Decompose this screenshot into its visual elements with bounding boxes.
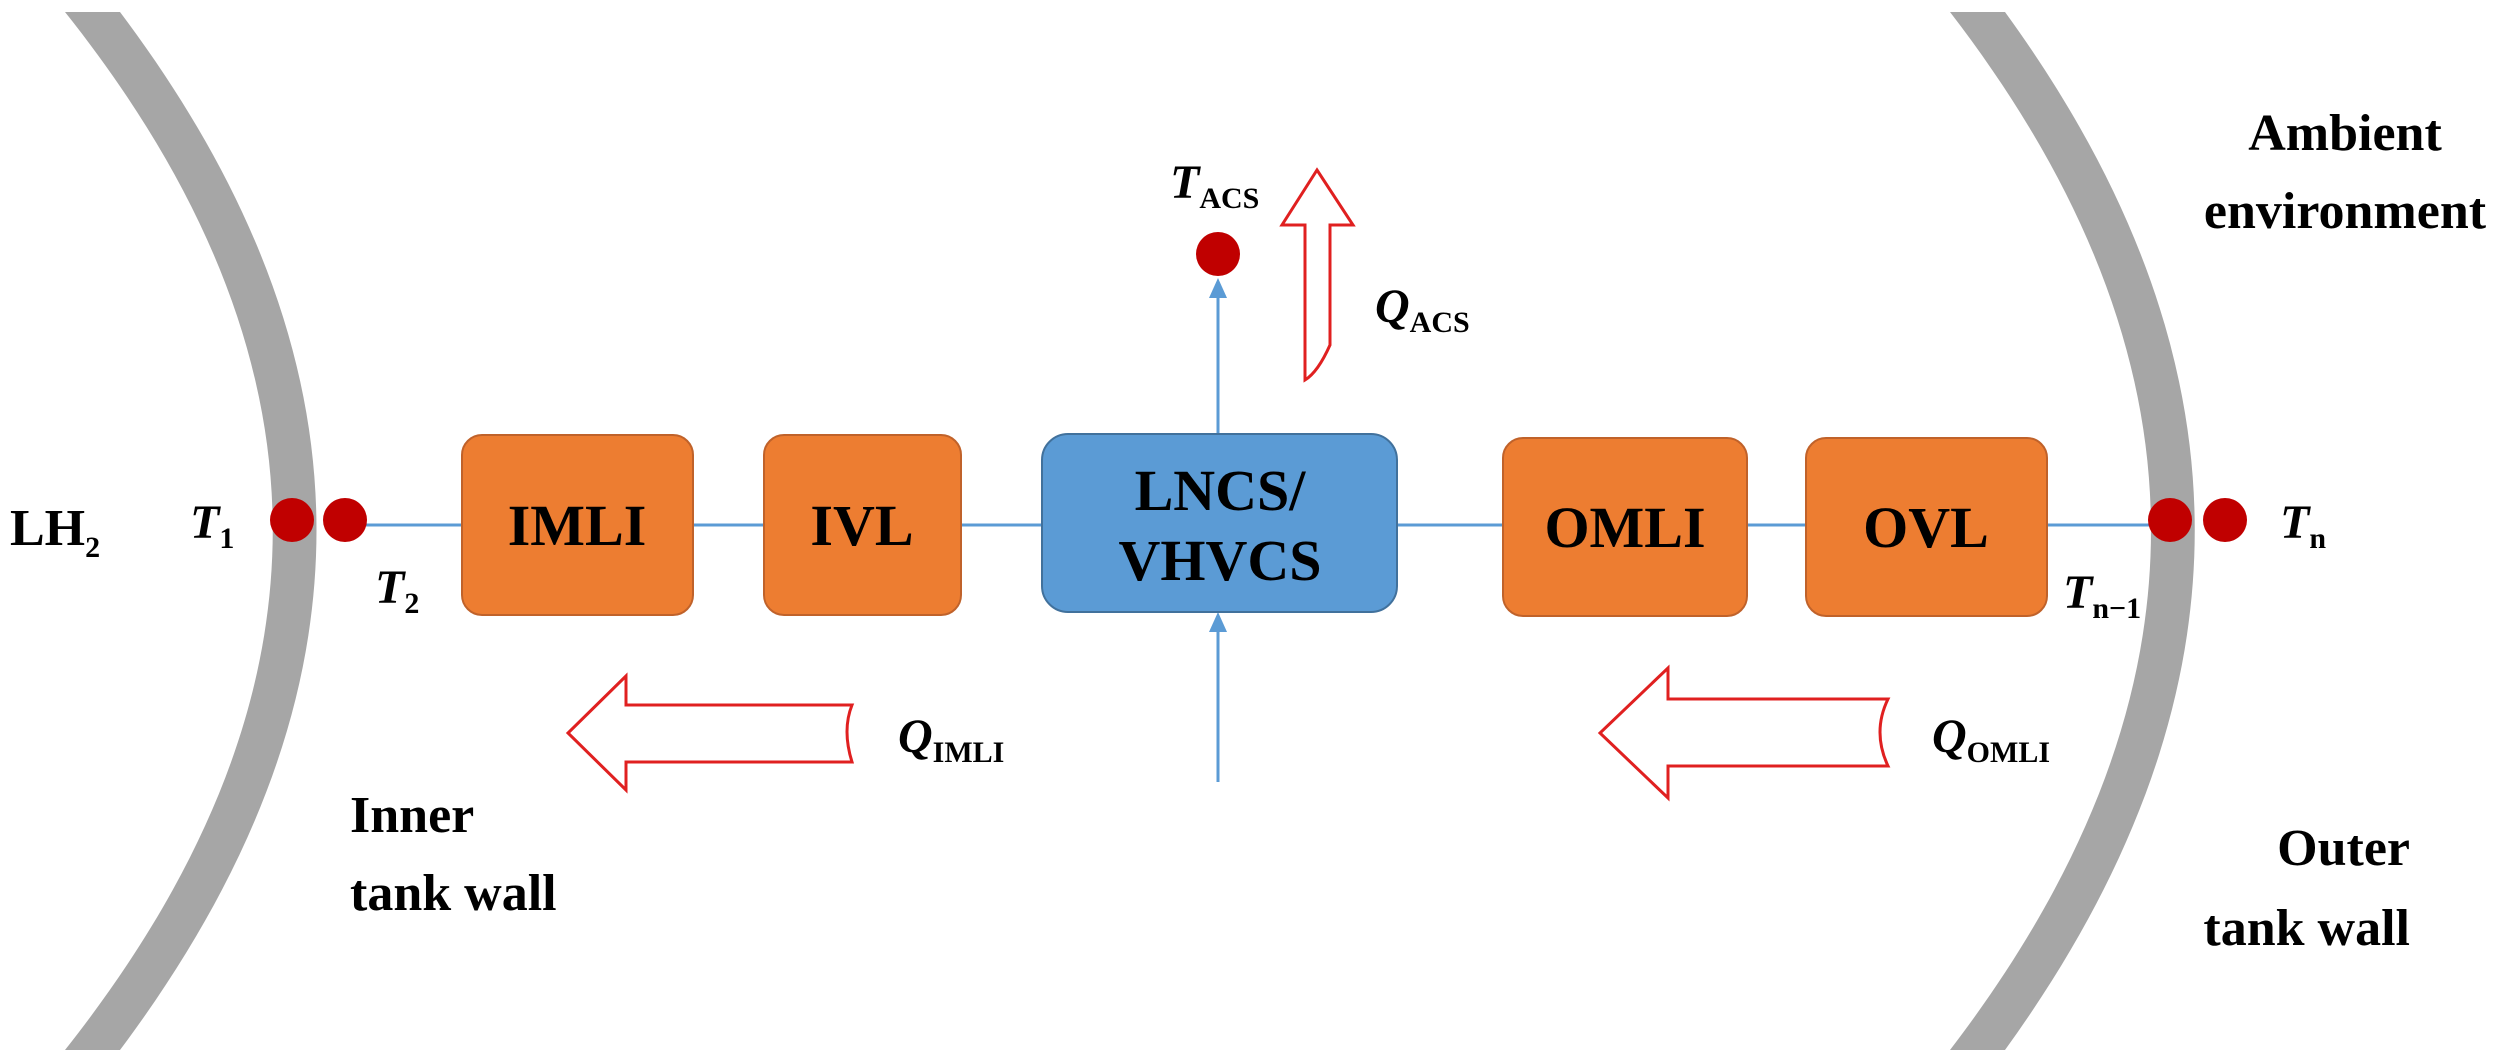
node-tacs	[1196, 232, 1240, 276]
ivl-box	[763, 434, 962, 616]
inner-tank-wall	[65, 12, 317, 1050]
t1-label: T1	[190, 496, 234, 555]
tacs-label: TACS	[1170, 156, 1259, 215]
qacs-label: QACS	[1375, 280, 1470, 339]
node-t2	[323, 498, 367, 542]
outer-wall-label-line1: Outer	[2277, 820, 2410, 877]
cooling-label-line1: LNCS/	[1135, 458, 1307, 523]
cooling-box	[1041, 433, 1398, 613]
outer-tank-wall	[1950, 12, 2195, 1050]
heat-arrow-qacs	[1279, 167, 1356, 383]
inner-wall-label-line1: Inner	[350, 787, 474, 844]
ovl-box	[1805, 437, 2048, 617]
tn1-label: Tn−1	[2063, 566, 2141, 625]
heat-arrow-qimli	[565, 672, 855, 794]
connector-lines	[345, 278, 2170, 782]
outer-wall-label-line2: tank wall	[2203, 900, 2410, 957]
node-tn1	[2148, 498, 2192, 542]
qimli-label: QIMLI	[898, 710, 1004, 769]
omli-label: OMLI	[1544, 495, 1705, 560]
ivl-label: IVL	[810, 493, 913, 558]
imli-box	[461, 434, 694, 616]
imli-label: IMLI	[508, 493, 647, 558]
heat-arrow-qomli	[1597, 664, 1891, 802]
ambient-label-line1: Ambient	[2248, 105, 2442, 162]
node-t1	[270, 498, 314, 542]
ovl-label: OVL	[1863, 495, 1989, 560]
tn-label: Tn	[2280, 496, 2326, 555]
inner-wall-label-line2: tank wall	[350, 865, 557, 922]
arrowhead-up-cooling	[1209, 612, 1227, 632]
omli-box	[1502, 437, 1748, 617]
t2-label: T2	[375, 561, 419, 620]
qomli-label: QOMLI	[1932, 710, 2050, 769]
ambient-label-line2: environment	[2204, 183, 2487, 240]
arrowhead-up-tacs	[1209, 278, 1227, 298]
lh2-label: LH2	[10, 500, 100, 564]
cooling-label-line2: VHVCS	[1118, 528, 1321, 593]
node-tn	[2203, 498, 2247, 542]
